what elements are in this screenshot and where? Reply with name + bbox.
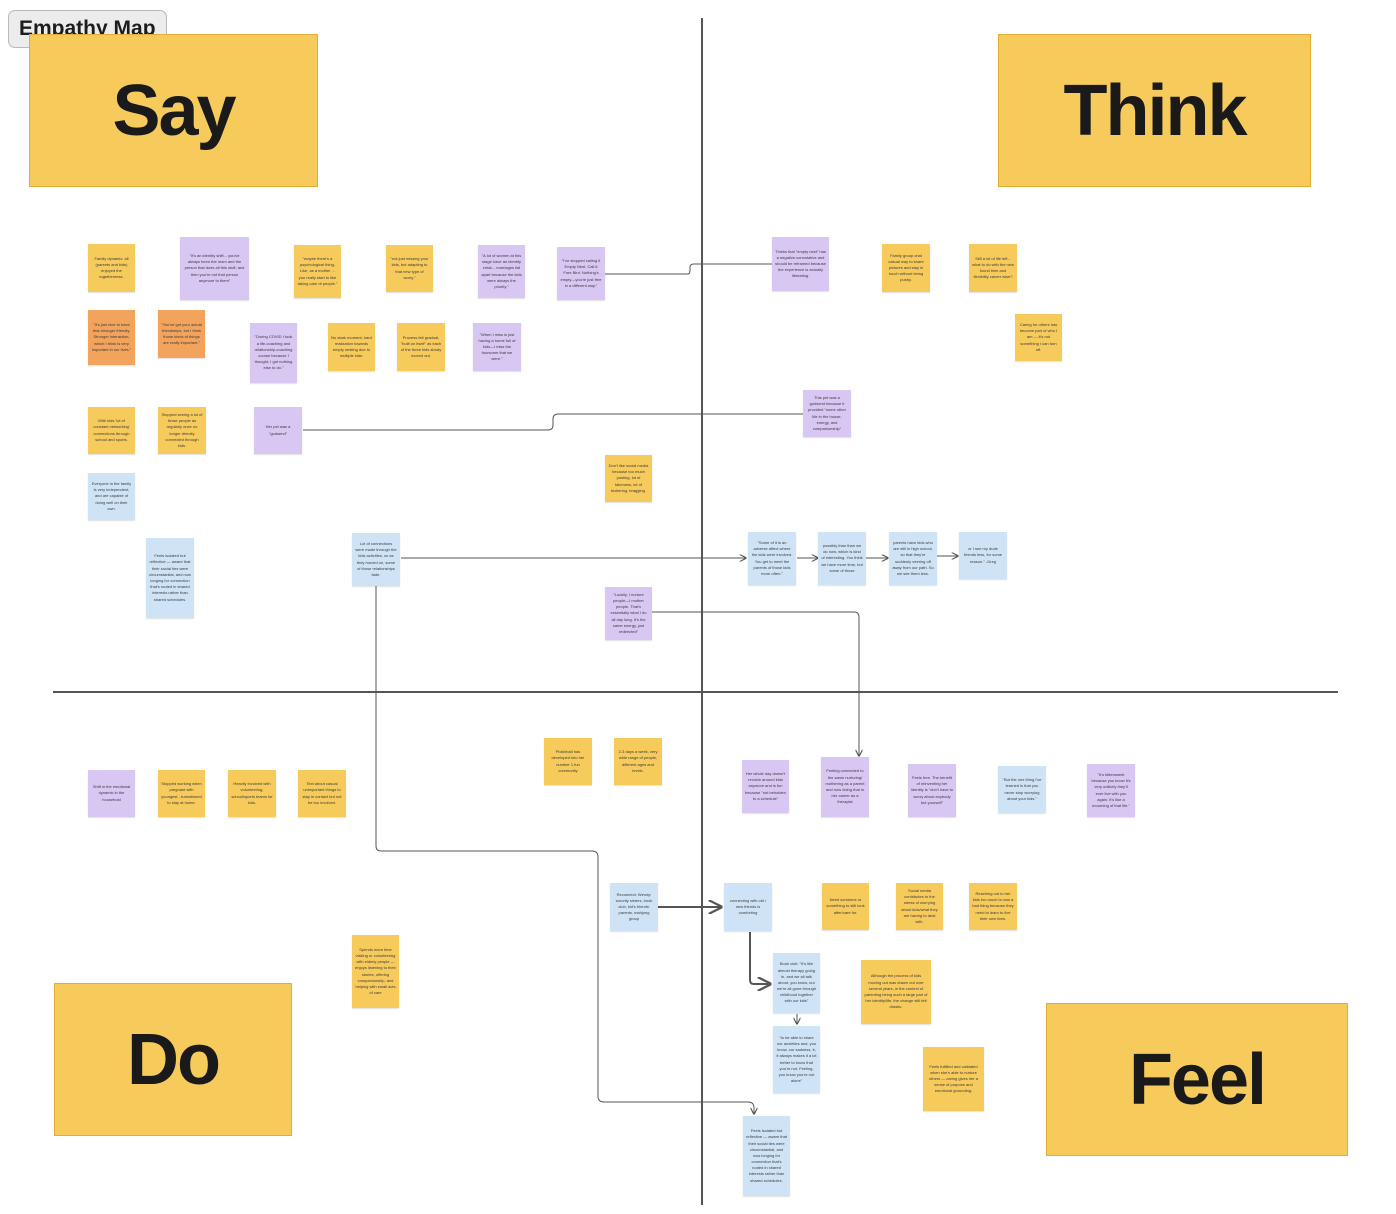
sticky-note[interactable]: Her whole day doesn't revolve around kid… (742, 760, 789, 813)
sticky-note[interactable]: Caring for others has become part of who… (1015, 314, 1062, 361)
sticky-note[interactable]: Don't like social media because too much… (605, 455, 652, 502)
sticky-note[interactable]: "But the one thing I've learned is that … (998, 766, 1046, 813)
sticky-note[interactable]: "When I miss is just having a home full … (473, 323, 521, 371)
sticky-note[interactable]: "not just missing your kids, but adaptin… (386, 245, 433, 292)
sticky-note[interactable]: "Luckily, I nurture people—I mother peop… (605, 587, 652, 640)
connector-free-bird-to-empty-nest (605, 264, 800, 275)
sticky-note[interactable]: "I've stopped calling it Empty Nest. Cal… (557, 247, 605, 300)
sticky-note[interactable]: "to be able to share our anxieties and, … (773, 1026, 820, 1093)
sticky-note[interactable]: Feels free. The benefit of reinventing h… (908, 764, 956, 817)
sticky-note[interactable]: or I see my dude friends less, for some … (959, 532, 1007, 579)
sticky-note[interactable]: Reconnect: Wendy: sorority sisters, book… (610, 883, 658, 931)
say-quadrant-label[interactable]: Say (29, 34, 318, 187)
connector-comforting-to-book-club (749, 932, 770, 984)
sticky-note[interactable]: "maybe there's a psychological thing, Li… (294, 245, 341, 298)
sticky-note[interactable]: connecting with old / new friends is com… (724, 883, 772, 931)
sticky-note[interactable]: No stark moment; hard realization toward… (328, 323, 375, 371)
sticky-note[interactable]: "A lot of women at this stage have an id… (478, 245, 525, 298)
sticky-note[interactable]: "Some of it is an adverse affect where t… (748, 532, 796, 585)
sticky-note[interactable]: Spends more time visiting or volunteerin… (352, 935, 399, 1008)
connector-connections-to-isolated (375, 586, 754, 1114)
sticky-note[interactable]: parents have kids who are still in high … (889, 532, 937, 585)
sticky-note[interactable]: "You've got your actual friendships, but… (158, 310, 205, 358)
sticky-note[interactable]: Although the process of kids moving out … (861, 960, 931, 1024)
sticky-note[interactable]: "It's an identity shift... you've always… (180, 237, 249, 300)
sticky-note[interactable]: Everyone in the family is very independe… (88, 473, 135, 520)
feel-quadrant-label[interactable]: Feel (1046, 1003, 1348, 1156)
sticky-note[interactable]: Process felt gradual, "built on itself" … (397, 323, 445, 371)
sticky-note[interactable]: "It's bittersweet because you know it's … (1087, 764, 1135, 817)
sticky-note[interactable]: Thinks that "empty nest" has a negative … (772, 237, 829, 291)
sticky-note[interactable]: "During COVID I took a life-coaching and… (250, 323, 297, 383)
do-quadrant-label[interactable]: Do (54, 983, 292, 1136)
sticky-note[interactable]: possibly than than we do now, which is k… (818, 532, 866, 585)
connector-pet-godsend (303, 414, 822, 431)
sticky-note[interactable]: Heavily involved with volunteering, scho… (228, 770, 276, 817)
sticky-note[interactable]: Stopped working when pregnant with young… (158, 770, 205, 817)
sticky-note[interactable]: Lot of connections were made through the… (352, 533, 400, 586)
sticky-note[interactable]: This pet was a godsend because it provid… (803, 390, 851, 437)
sticky-note[interactable]: Feeling connected to the same nurturing/… (821, 757, 869, 817)
connector-nurture-to-connected (652, 611, 859, 756)
sticky-note[interactable]: Feels isolated but reflective — aware th… (146, 538, 194, 618)
sticky-note[interactable]: Social media contributes to the stress o… (896, 883, 943, 930)
sticky-note[interactable]: Reaching out to her kids too much is now… (969, 883, 1017, 930)
think-quadrant-label[interactable]: Think (998, 34, 1311, 187)
sticky-note[interactable]: Text about casual unimportant things to … (298, 770, 346, 817)
sticky-note[interactable]: Family group chat casual way to share pi… (882, 244, 930, 292)
sticky-note[interactable]: "It's just nice to have that stronger fr… (88, 310, 135, 365)
sticky-note[interactable]: Her pet was a "godsend" (254, 407, 302, 454)
sticky-note[interactable]: Need someone or something to still look … (822, 883, 869, 930)
sticky-note[interactable]: With kids 'lot of constant networking' c… (88, 407, 135, 454)
sticky-note[interactable]: Still a lot of life left... what to do w… (969, 244, 1017, 292)
sticky-note[interactable]: Stopped seeing a lot of those people as … (158, 407, 206, 454)
sticky-note[interactable]: Feels isolated but reflective — aware th… (743, 1116, 790, 1196)
sticky-note[interactable]: Pickleball has developed into her number… (544, 738, 592, 785)
sticky-note[interactable]: 2-3 days a week, very wide range of peop… (614, 738, 662, 785)
sticky-note[interactable]: Shift in the emotional dynamic in the ho… (88, 770, 135, 817)
sticky-note[interactable]: Feels fulfilled and validated when she's… (923, 1047, 984, 1111)
sticky-note[interactable]: Book club: "It's like almost therapy goi… (773, 953, 820, 1013)
sticky-note[interactable]: Family dynamic: all (parents and kids) e… (88, 244, 135, 292)
